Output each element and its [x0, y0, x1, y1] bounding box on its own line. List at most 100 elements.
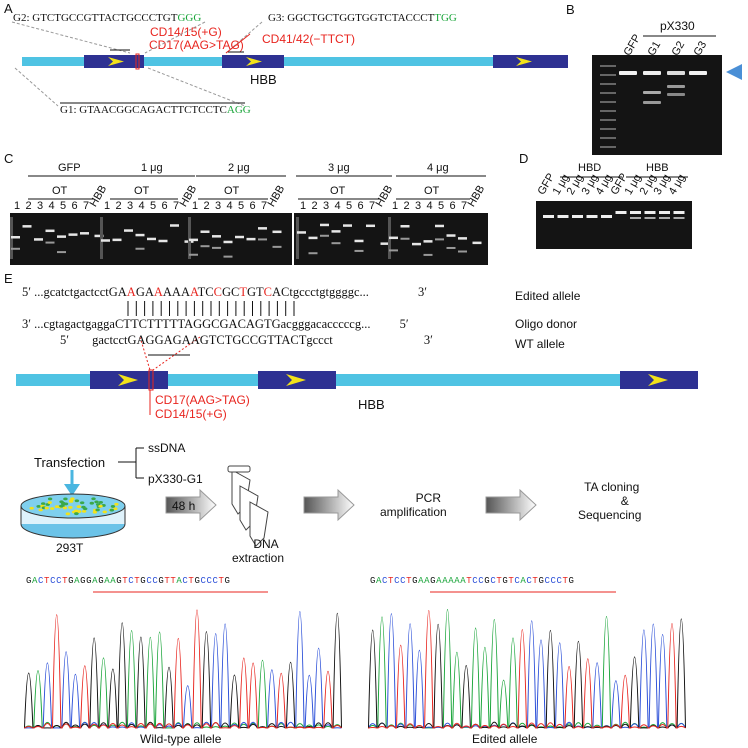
- gene-bar-a: [22, 57, 568, 66]
- ladder-band: [600, 92, 616, 94]
- gel-band: [112, 238, 122, 242]
- dish-top: [20, 493, 126, 519]
- c-lane-7: 7: [173, 200, 180, 212]
- ed-base: A: [454, 576, 461, 586]
- gel-band: [366, 224, 375, 228]
- wt-base: A: [176, 576, 183, 586]
- wt-base: T: [134, 576, 141, 586]
- gel-band: [11, 235, 20, 239]
- gel-band: [94, 234, 104, 238]
- ed-base: T: [508, 576, 515, 586]
- wf-arrow-1: [165, 488, 217, 522]
- cell: [73, 509, 79, 513]
- wt-pre: gactcct: [92, 333, 128, 347]
- gel-band: [57, 251, 66, 254]
- gel-band: [667, 93, 685, 96]
- g2-pam: GGG: [177, 12, 202, 24]
- oligo-pre: ...cgtagactgagga: [34, 317, 115, 331]
- gel-band: [343, 224, 352, 227]
- zoom-line-right: [152, 336, 201, 371]
- panel-label-a: A: [4, 1, 13, 16]
- wt-base: G: [116, 576, 123, 586]
- wf-time: 48 h: [172, 499, 196, 513]
- gel-band: [320, 223, 329, 227]
- g1-sequence: G1: GTAACGGCAGACTTCTCCTCAGG: [60, 105, 251, 116]
- ladder-band: [600, 137, 616, 139]
- gel-band: [272, 230, 282, 234]
- c-lane-6: 6: [249, 200, 256, 212]
- gel-band: [667, 71, 685, 75]
- cell: [113, 507, 118, 511]
- arrow3-e: [648, 374, 668, 386]
- ladder-band: [600, 65, 616, 67]
- ed-base: C: [394, 576, 401, 586]
- wt-base: T: [218, 576, 225, 586]
- ed-base: C: [514, 576, 521, 586]
- wf-ta: TA cloning & Sequencing: [578, 481, 641, 521]
- ed-base: G: [412, 576, 419, 586]
- gel-band: [630, 217, 641, 219]
- wf-pcr-2: amplification: [380, 505, 447, 519]
- c-lane-7: 7: [461, 200, 468, 212]
- gel-band: [189, 238, 198, 242]
- c-lane-5: 5: [346, 200, 353, 212]
- panel-label-d: D: [519, 151, 529, 166]
- edited-allele-seq: 5′ ...gcatctgactcctGAAGAAAAAATCCGCTGTCAC…: [22, 286, 427, 299]
- wf-pcr: PCR amplification: [380, 492, 447, 518]
- gel-band: [400, 237, 410, 240]
- gel-band: [258, 227, 267, 230]
- edited-core-part: GA: [135, 285, 154, 299]
- wt-base: C: [152, 576, 159, 586]
- wt-base: G: [224, 576, 231, 586]
- mut-cd14-e: CD14/15(+G): [155, 407, 227, 421]
- c-ot-2ug: OT: [224, 185, 240, 197]
- ed-base: T: [466, 576, 473, 586]
- trace-T: [24, 609, 342, 729]
- arrow2-e: [286, 374, 306, 386]
- cell: [38, 508, 43, 512]
- gel-band: [458, 237, 467, 240]
- wt-post: gccct: [306, 333, 333, 347]
- c-lane-5: 5: [438, 200, 445, 212]
- g3-pam: TGG: [434, 12, 457, 24]
- gel-band: [572, 215, 583, 218]
- edited-core-part: GA: [108, 285, 127, 299]
- wt-base: T: [122, 576, 129, 586]
- cell: [81, 510, 87, 513]
- gel-band: [34, 238, 43, 241]
- oligo-donor-seq: 3′ ...cgtagactgaggaCTTCTTTTTAGGCGACAGTGa…: [22, 318, 409, 331]
- wf-transfection: Transfection: [34, 455, 106, 470]
- gel-band: [412, 242, 421, 246]
- gel-band: [235, 235, 244, 239]
- ed-base: G: [484, 576, 491, 586]
- cell: [44, 506, 49, 510]
- wf-ssdna: ssDNA: [148, 441, 186, 455]
- c-lane-7: 7: [369, 200, 376, 212]
- g3-sequence: G3: GGCTGCTGGTGGTCTACCCTTGG: [268, 13, 457, 24]
- gel-band: [423, 240, 433, 243]
- d-group-hbb: HBB: [646, 162, 669, 174]
- c-ot-4ug: OT: [424, 185, 440, 197]
- wt-base: C: [38, 576, 45, 586]
- gel-band: [446, 234, 456, 237]
- band-arrowhead-b: [726, 64, 742, 80]
- gel-band: [45, 229, 55, 233]
- c-lane-3: 3: [215, 200, 222, 212]
- gel-band: [308, 236, 318, 240]
- gel-band: [212, 235, 221, 238]
- ed-base: G: [538, 576, 545, 586]
- gel-band: [308, 252, 318, 255]
- cell: [50, 507, 55, 510]
- wt-base: T: [188, 576, 195, 586]
- c-lane-2: 2: [115, 200, 122, 212]
- ed-base: T: [388, 576, 395, 586]
- edited-core-part: GT: [247, 285, 264, 299]
- ladder-band: [600, 110, 616, 112]
- wf-dna: DNA extraction: [232, 538, 284, 564]
- dish-cells: [29, 497, 119, 516]
- cell: [95, 508, 100, 512]
- cell: [47, 501, 52, 504]
- oligo-core: CTTCTTTTTAGGCGACAGTG: [114, 317, 281, 331]
- tubes-icon: [227, 465, 269, 547]
